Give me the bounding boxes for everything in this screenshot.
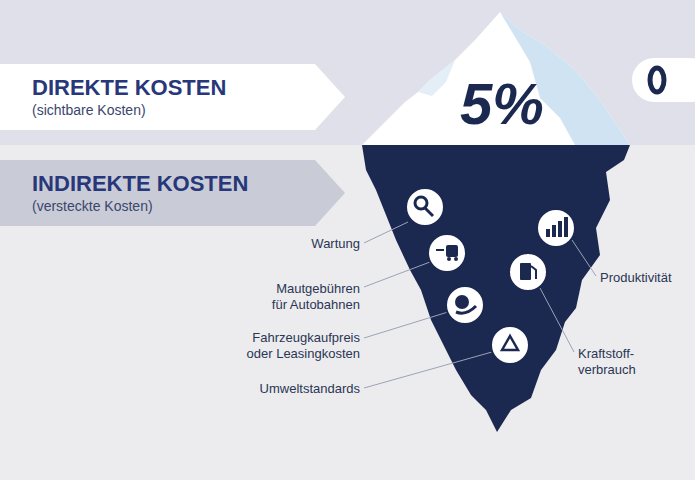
iceberg-shade-left [418,60,455,96]
cost-factor-label: Produktivität [600,270,690,286]
icon-price [446,286,484,324]
node-heading: DIREKTE KOSTEN [32,75,226,101]
icon-toll [428,234,466,272]
node-heading: 5% [460,72,544,136]
icon-productivity [537,209,575,247]
cost-factor-label: Kraftstoff- verbrauch [578,346,658,378]
leader-line [364,352,492,388]
cost-factor-label: Mautgebühren für Autobahnen [260,281,360,313]
icon-maintenance [406,188,444,226]
icon-fuel [509,253,547,291]
leader-line [572,240,596,276]
leader-line [364,222,408,243]
cost-factor-label: Wartung [250,236,360,252]
water-band [0,145,695,480]
banner-fill [0,64,345,130]
iceberg-underwater [362,145,630,432]
iceberg-tip-percent: 5% [432,72,572,136]
sky-band [0,0,695,145]
iceberg-tip [362,12,630,145]
tire-icon [650,68,664,92]
icon-environment [491,326,529,364]
node-subheading: (sichtbare Kosten) [32,101,146,119]
leader-line [364,262,430,287]
leader-line [364,312,448,338]
cost-factor-label: Umweltstandards [200,381,360,397]
cost-factor-label: Fahrzeugkaufpreis oder Leasingkosten [235,330,360,362]
leader-line [540,288,574,352]
node-heading: INDIREKTE KOSTEN [32,171,248,197]
hidden-cost-banner: INDIREKTE KOSTEN(versteckte Kosten) [0,160,345,226]
banner-fill [0,160,345,226]
visible-cost-banner: DIREKTE KOSTEN(sichtbare Kosten) [0,64,345,130]
node-subheading: (versteckte Kosten) [32,197,153,215]
side-tab [632,58,695,102]
